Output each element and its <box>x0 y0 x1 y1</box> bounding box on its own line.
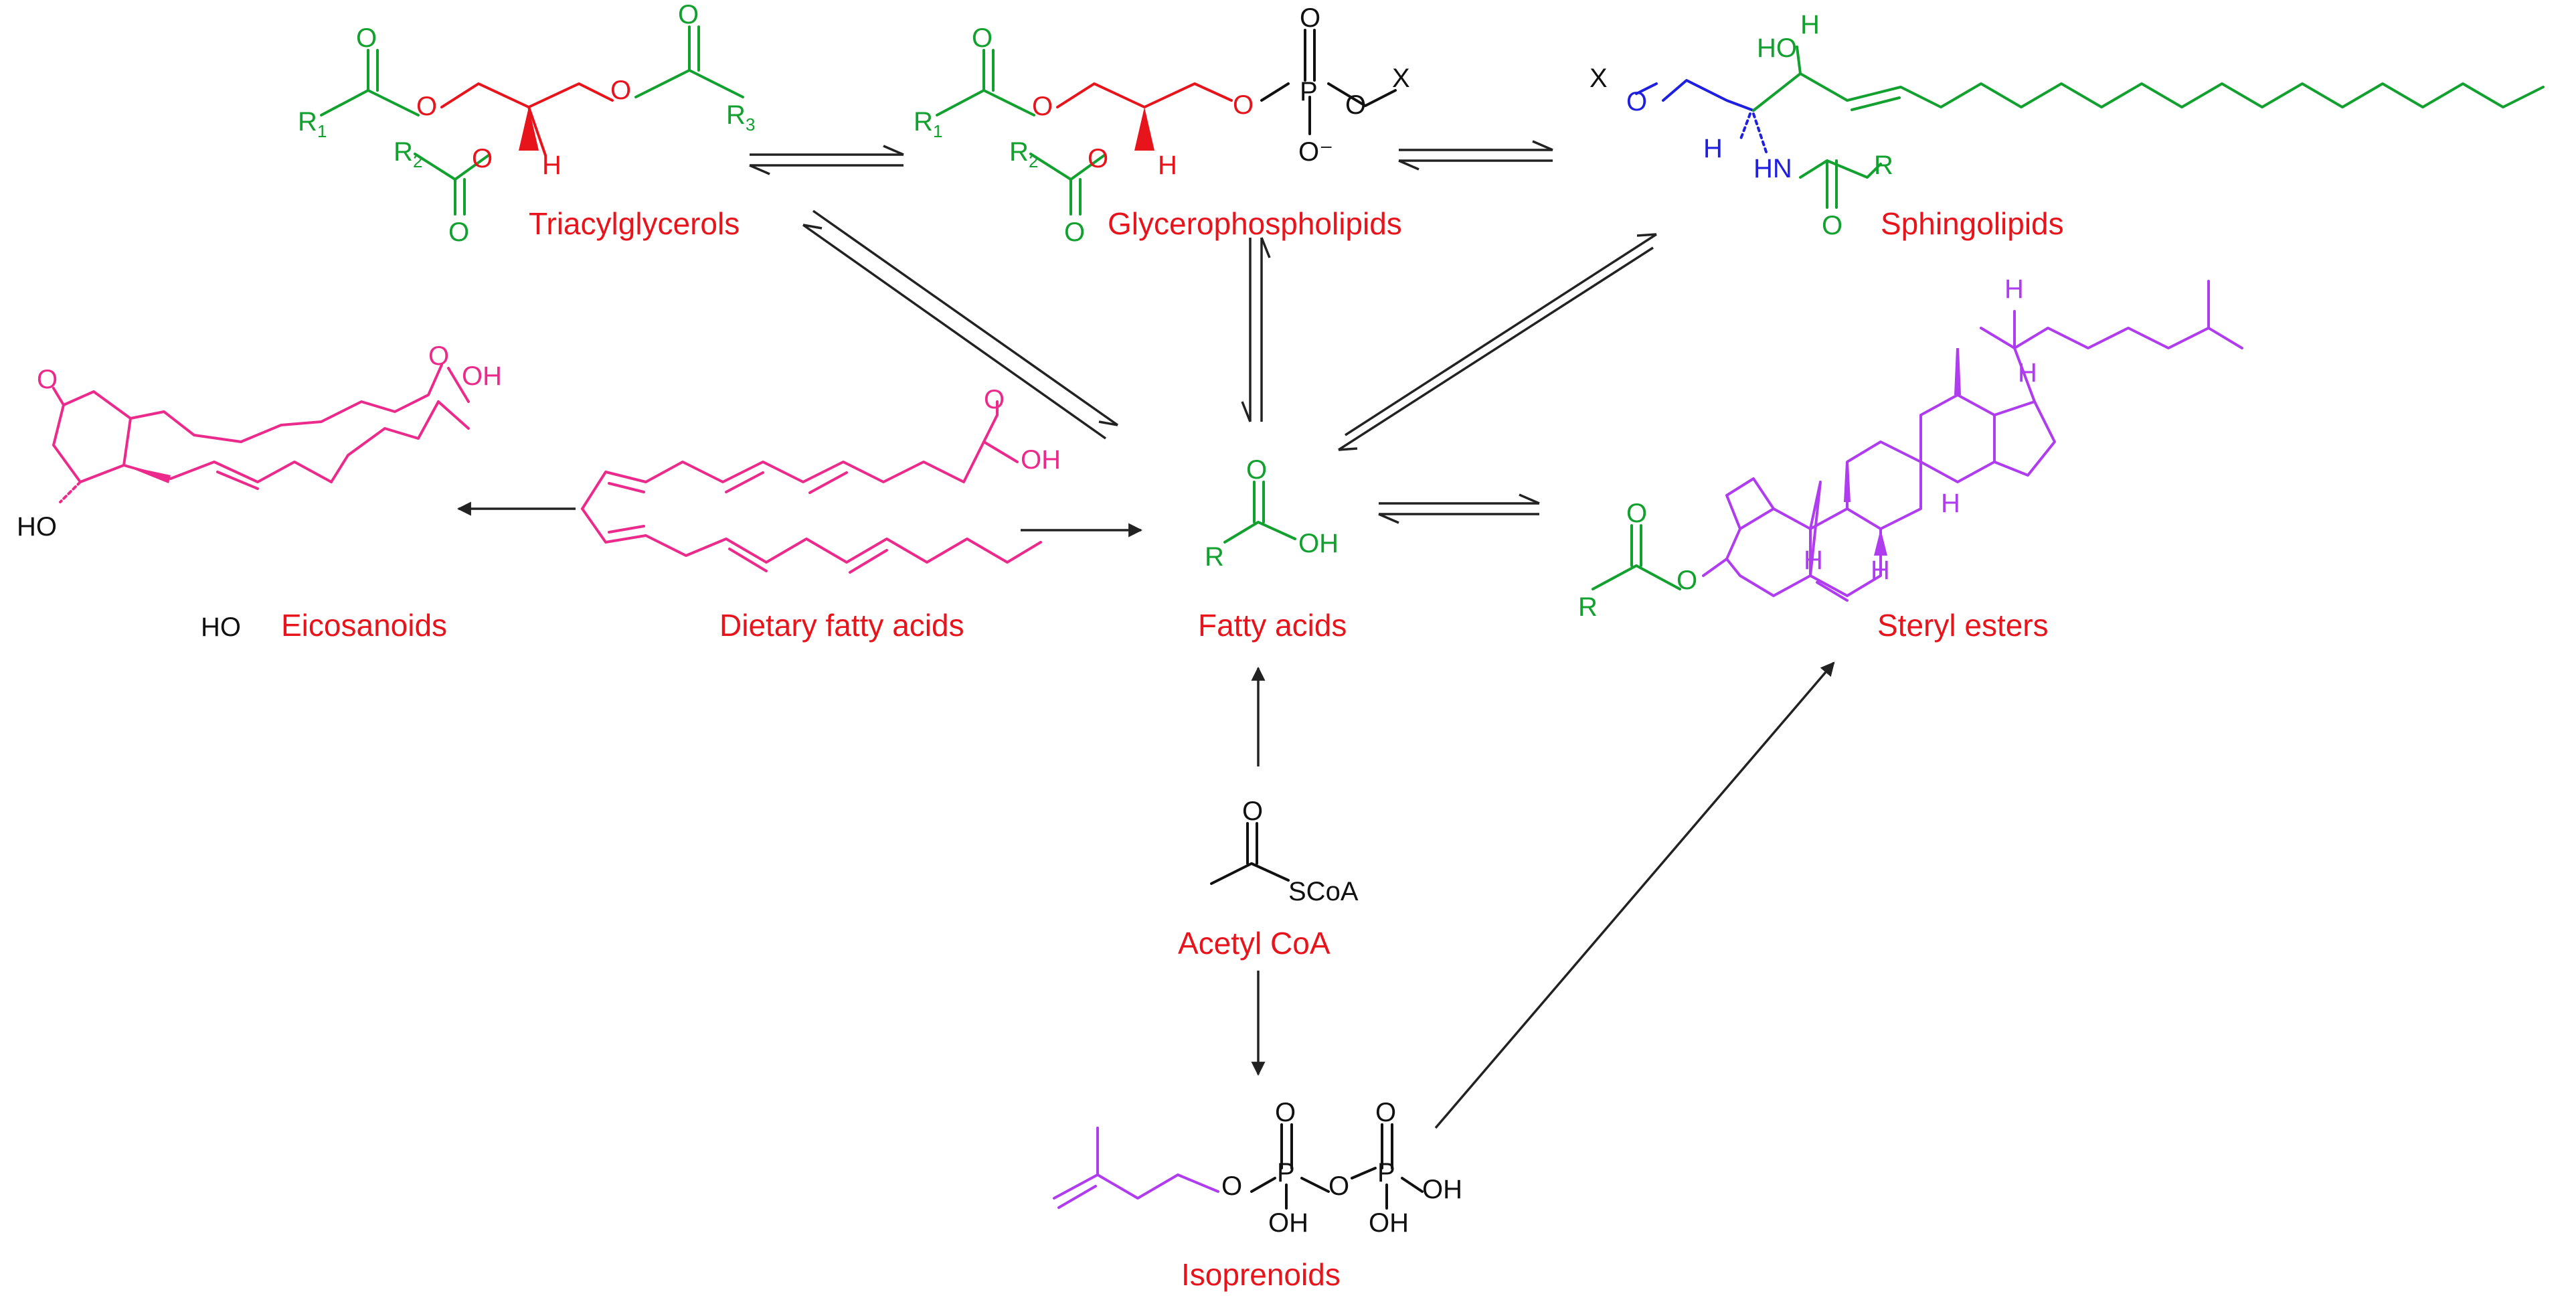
acetyl-coa-structure: O SCoA <box>1210 797 1359 906</box>
tag-ester-o1: O <box>416 92 437 121</box>
label-dietary-fatty-acids: Dietary fatty acids <box>719 608 964 643</box>
sph-o2: O <box>1822 211 1842 240</box>
tag-r2: R <box>394 137 413 167</box>
tag-r2-sub: 2 <box>413 151 422 171</box>
ste-h1: H <box>1804 546 1823 575</box>
label-acetyl-coa: Acetyl CoA <box>1178 926 1330 961</box>
label-isoprenoids: Isoprenoids <box>1181 1257 1341 1292</box>
iso-o1: O <box>1221 1171 1242 1201</box>
sphingolipid-structure: X O HO H H HN R O <box>1590 10 2545 240</box>
ste-r: R <box>1578 592 1598 622</box>
ste-h4: H <box>2018 358 2037 388</box>
glycerophospholipid-structure: O O O H O P O O⁻ O X R 1 R 2 O <box>914 3 1410 247</box>
ste-h5: H <box>2004 274 2024 304</box>
gpl-ester-o1: O <box>1032 92 1053 121</box>
gpl-r1-sub: 1 <box>933 121 942 141</box>
tag-o2: O <box>448 218 469 247</box>
isoprenoid-structure: O P O O P O OH OH OH <box>1053 1098 1462 1238</box>
sph-r: R <box>1874 151 1893 180</box>
fa-r: R <box>1205 542 1224 572</box>
ste-h2: H <box>1871 556 1890 585</box>
dfa-o: O <box>984 385 1005 414</box>
acoa-scoa: SCoA <box>1288 877 1359 906</box>
equilibrium-gpl-fa <box>1241 237 1271 422</box>
fa-oh: OH <box>1298 529 1339 558</box>
iso-oh-end: OH <box>1422 1175 1462 1204</box>
eico-oh: OH <box>462 361 502 391</box>
tag-r3-sub: 3 <box>746 114 755 135</box>
tag-r1: R <box>298 107 317 137</box>
tag-o1: O <box>356 23 377 53</box>
sph-x: X <box>1590 64 1608 93</box>
eico-ho1: HO <box>17 512 57 542</box>
gpl-phos-o: O <box>1233 90 1254 120</box>
iso-p2-o: O <box>1375 1098 1396 1127</box>
steryl-ester-structure: O R O H H H H H <box>1578 274 2243 622</box>
iso-p2: P <box>1377 1158 1395 1188</box>
sph-o: O <box>1626 87 1647 116</box>
eico-o2: O <box>428 341 449 371</box>
reaction-arrows <box>456 140 1835 1129</box>
iso-oh2: OH <box>1369 1208 1409 1238</box>
dfa-oh: OH <box>1021 445 1061 475</box>
iso-p1: P <box>1277 1158 1295 1188</box>
equilibrium-tag-fa <box>802 210 1119 440</box>
eicosanoid-structure: O O OH HO HO <box>17 341 502 642</box>
tag-ester-o3: O <box>610 76 631 105</box>
fatty-acid-structure: O R OH <box>1205 455 1339 572</box>
sph-h-top: H <box>1800 10 1820 39</box>
acoa-o: O <box>1242 797 1263 826</box>
eico-ho2: HO <box>201 612 241 642</box>
eico-o: O <box>37 365 58 394</box>
gpl-p: P <box>1300 77 1318 106</box>
gpl-o-minus: O⁻ <box>1298 137 1333 167</box>
gpl-ester-o2: O <box>1088 144 1108 173</box>
sph-hn: HN <box>1753 154 1792 183</box>
iso-o-bridge: O <box>1328 1171 1349 1201</box>
gpl-o-x: O <box>1345 90 1366 120</box>
sph-ho: HO <box>1757 33 1797 63</box>
label-steryl-esters: Steryl esters <box>1877 608 2049 643</box>
tag-ester-o2: O <box>472 144 493 173</box>
gpl-h: H <box>1158 151 1177 180</box>
label-eicosanoids: Eicosanoids <box>281 608 447 643</box>
label-triacylglycerols: Triacylglycerols <box>529 206 740 241</box>
equilibrium-sphingo-fa <box>1338 233 1657 451</box>
tag-r3: R <box>726 100 746 130</box>
fa-o: O <box>1246 455 1267 485</box>
gpl-r2: R <box>1009 137 1029 167</box>
gpl-r1: R <box>914 107 933 137</box>
tag-h: H <box>542 151 562 180</box>
equilibrium-fa-steryl <box>1378 493 1540 524</box>
label-fatty-acids: Fatty acids <box>1198 608 1347 643</box>
gpl-p-o: O <box>1300 3 1320 33</box>
gpl-o1: O <box>972 23 993 53</box>
dietary-fatty-acid-structure: O OH <box>581 385 1061 574</box>
gpl-o2: O <box>1064 218 1085 247</box>
sph-h: H <box>1703 134 1723 163</box>
equilibrium-tag-gpl <box>749 145 904 175</box>
iso-p1-o: O <box>1275 1098 1296 1127</box>
ste-ester-o: O <box>1677 566 1697 595</box>
iso-oh1: OH <box>1268 1208 1308 1238</box>
label-glycerophospholipids: Glycerophospholipids <box>1108 206 1402 241</box>
tag-o3: O <box>678 0 699 29</box>
arrow-isoprenoids-to-steryl <box>1434 661 1835 1129</box>
equilibrium-gpl-sphingo <box>1398 140 1553 171</box>
triacylglycerol-structure: O O O O O H R 1 R 2 R 3 O <box>298 0 755 247</box>
ste-o: O <box>1626 499 1647 528</box>
gpl-r2-sub: 2 <box>1029 151 1038 171</box>
tag-r1-sub: 1 <box>317 121 327 141</box>
gpl-x: X <box>1392 64 1410 93</box>
label-sphingolipids: Sphingolipids <box>1881 206 2064 241</box>
ste-h3: H <box>1941 489 1960 518</box>
